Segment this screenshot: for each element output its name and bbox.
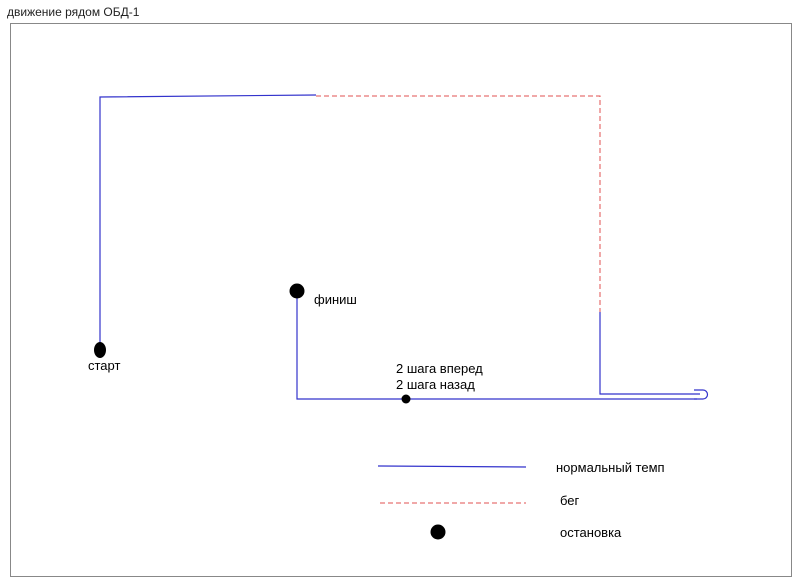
legend-normal-label: нормальный темп: [556, 460, 665, 475]
legend-stop-swatch: [430, 524, 446, 540]
legend-normal-swatch: [377, 465, 527, 468]
finish-label: финиш: [314, 292, 357, 307]
path-run: [316, 95, 601, 312]
start-stop-marker: [94, 342, 106, 358]
page-title: движение рядом ОБД-1: [7, 5, 140, 19]
diagram-frame: [10, 23, 792, 577]
legend-run-label: бег: [560, 493, 580, 508]
start-label: старт: [88, 358, 120, 373]
steps-forward-label: 2 шага вперед: [396, 361, 483, 376]
path-normal-return: [296, 293, 697, 400]
legend-stop-label: остановка: [560, 525, 622, 540]
path-normal-right: [599, 312, 700, 395]
finish-stop-marker: [289, 283, 305, 299]
path-normal-start: [99, 94, 317, 345]
u-turn-icon: [694, 389, 709, 400]
steps-back-label: 2 шага назад: [396, 377, 475, 392]
steps-stop-marker: [401, 394, 411, 404]
